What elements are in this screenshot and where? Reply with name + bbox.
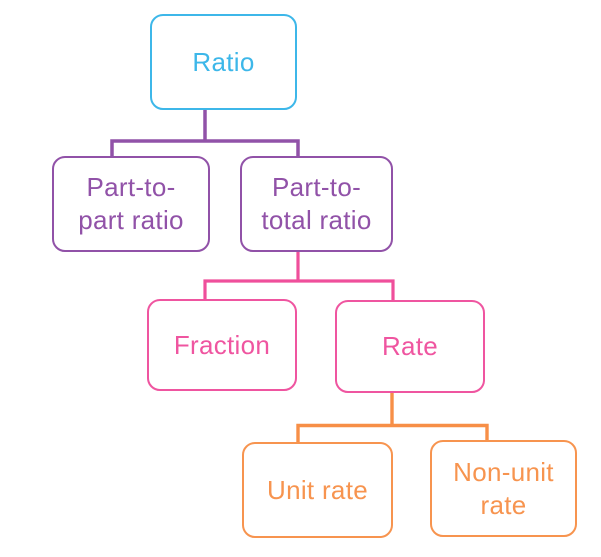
node-rate: Rate [335, 300, 485, 393]
node-label-line: Ratio [192, 46, 255, 77]
node-label-line: Part-to- [86, 172, 176, 202]
node-label-line: rate [480, 489, 527, 520]
node-label-line: Rate [381, 331, 439, 361]
node-label-line: total ratio [261, 205, 372, 235]
node-part-to-part-ratio: Part-to- part ratio [52, 156, 210, 252]
node-label-line: part ratio [78, 205, 184, 235]
node-label-line: Unit rate [267, 474, 368, 505]
connector-ratio-children [110, 108, 300, 157]
connector-rate-children [296, 392, 489, 443]
connector-part-to-total-children [203, 250, 395, 301]
node-fraction: Fraction [147, 299, 297, 391]
node-label-line: Part-to- [271, 172, 362, 202]
node-label-line: Fraction [173, 329, 271, 360]
node-unit-rate: Unit rate [242, 442, 393, 538]
node-ratio: Ratio [150, 14, 297, 110]
node-non-unit-rate: Non-unit rate [430, 440, 577, 537]
node-label-line: Non-unit [453, 456, 554, 487]
node-part-to-total-ratio: Part-to- total ratio [240, 156, 393, 252]
